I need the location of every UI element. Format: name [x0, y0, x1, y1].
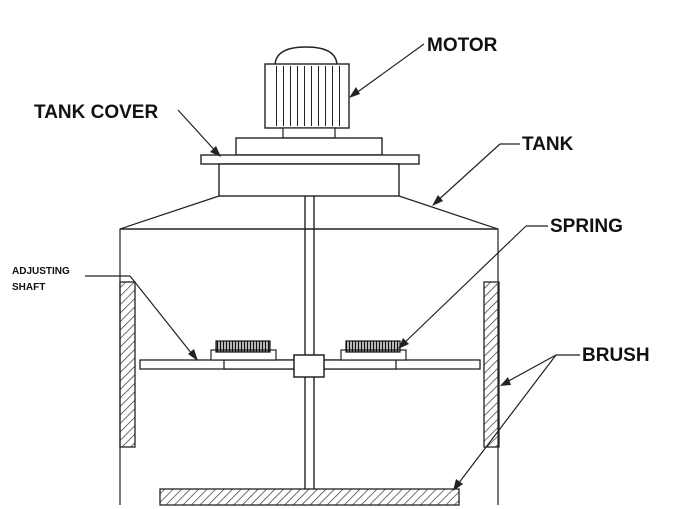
- label-adjusting-shaft-line2: SHAFT: [12, 282, 45, 293]
- label-spring: SPRING: [550, 216, 623, 237]
- label-tank-cover: TANK COVER: [34, 102, 158, 123]
- drive-shaft: [304, 196, 315, 489]
- leader-tank: [432, 143, 520, 206]
- brush-left: [119, 281, 136, 448]
- motor: [264, 46, 350, 139]
- spring-right: [340, 340, 407, 361]
- label-brush: BRUSH: [582, 345, 650, 366]
- spring-left: [210, 340, 277, 361]
- label-tank: TANK: [522, 134, 574, 155]
- leader-motor: [349, 43, 425, 98]
- leader-adjusting-shaft: [85, 275, 198, 361]
- brush-right: [483, 281, 500, 448]
- shaft-hub: [293, 354, 325, 378]
- tank: [119, 163, 499, 505]
- leader-tank-cover: [177, 109, 221, 157]
- tank-cover: [200, 137, 420, 165]
- label-adjusting-shaft-line1: ADJUSTING: [12, 266, 70, 277]
- brush-bottom: [159, 488, 460, 506]
- leader-spring: [398, 225, 548, 349]
- cross-arm: [139, 354, 481, 378]
- label-motor: MOTOR: [427, 35, 498, 56]
- leader-brush: [453, 354, 580, 491]
